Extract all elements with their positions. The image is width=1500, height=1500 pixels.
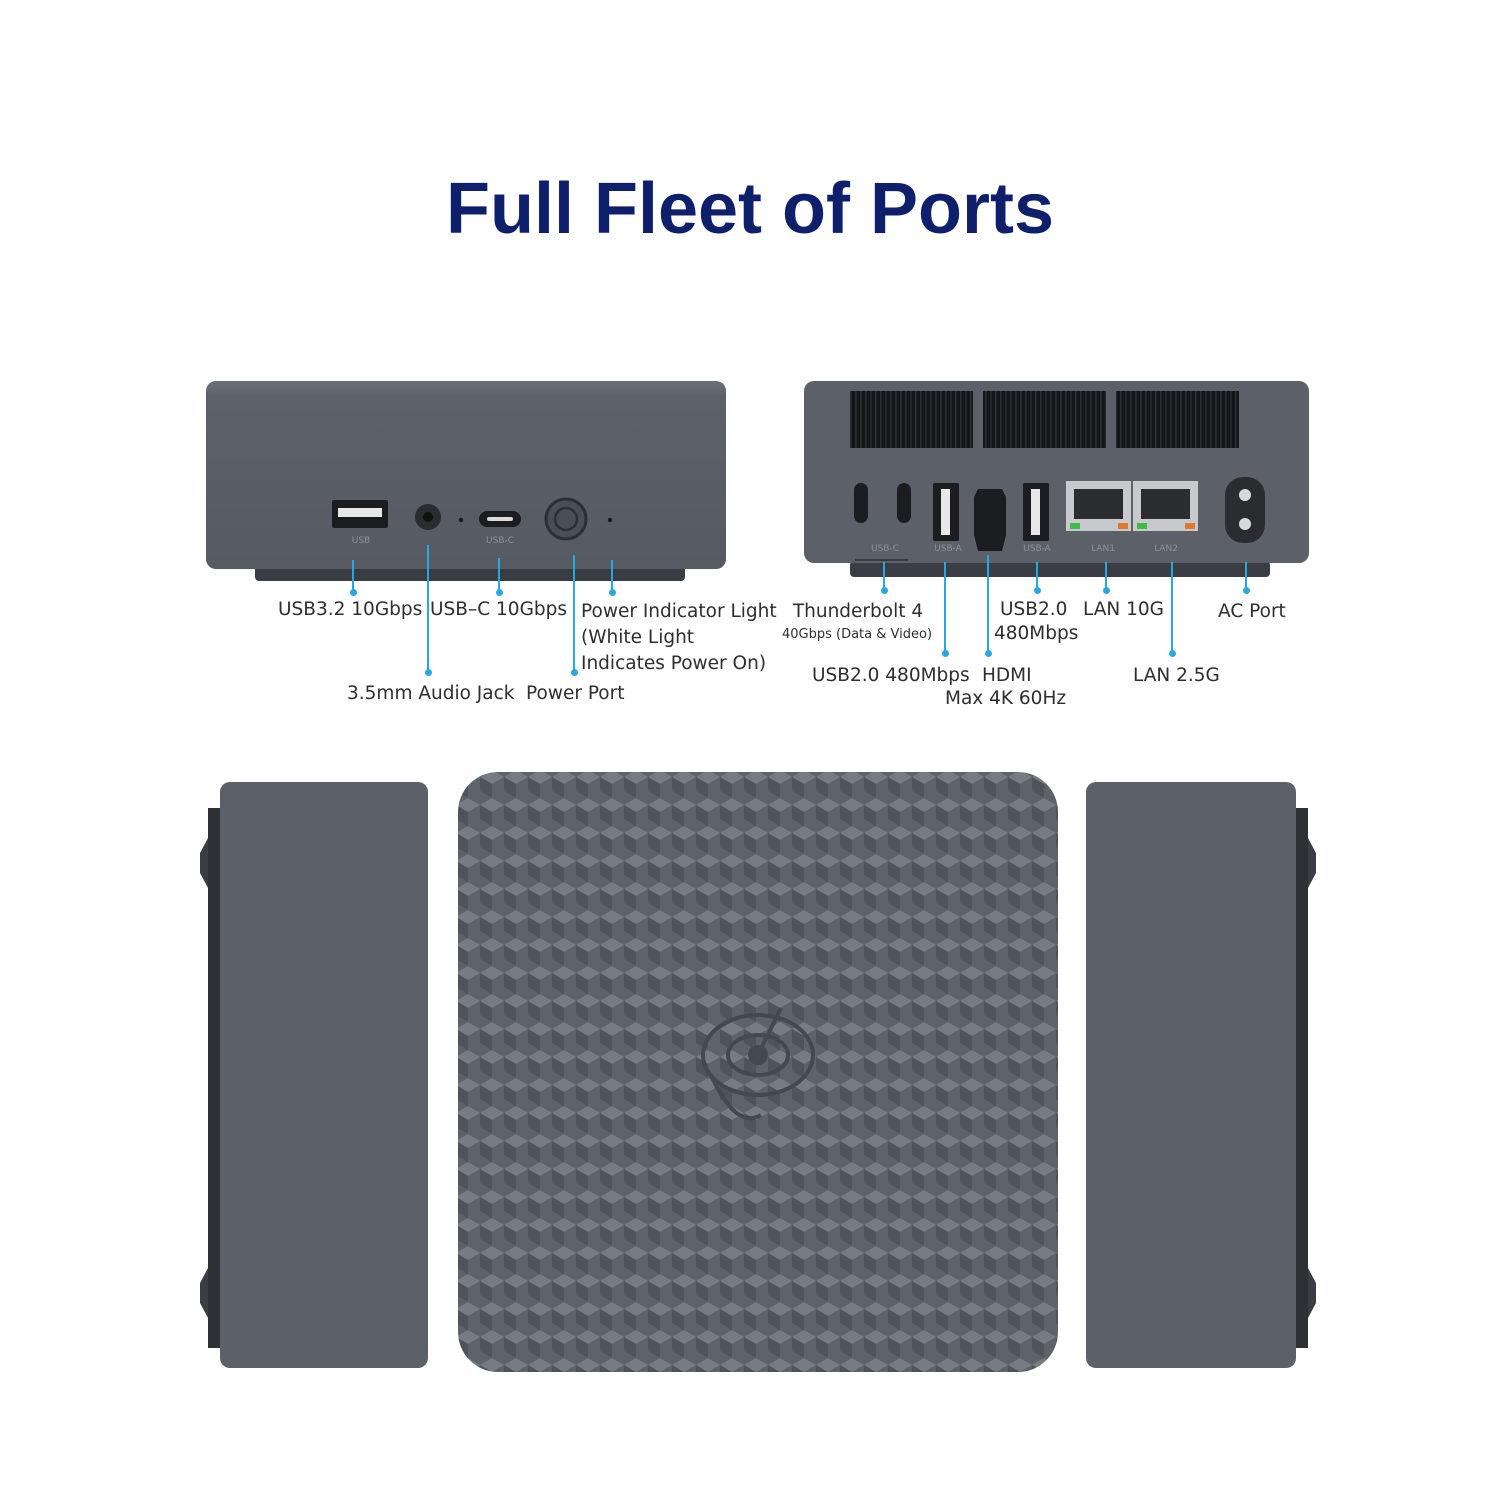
rear-view-device xyxy=(804,381,1309,577)
lan2-port-icon xyxy=(1133,481,1198,531)
usb-a-rear-port-1-icon xyxy=(933,483,959,541)
thunderbolt-port-2-icon xyxy=(897,483,911,523)
label-power-light-3: Indicates Power On) xyxy=(581,653,767,674)
label-power-port: Power Port xyxy=(526,683,625,704)
leader-audio xyxy=(427,545,429,675)
leader-dot-hdmi xyxy=(985,650,992,657)
leader-dot-usb20-right xyxy=(1034,587,1041,594)
leader-usbc xyxy=(498,558,500,593)
vent-center xyxy=(983,391,1106,448)
engraved-lan1: LAN1 xyxy=(1091,544,1115,554)
logo-icon xyxy=(701,1007,815,1121)
page-title: Full Fleet of Ports xyxy=(445,169,1055,249)
label-thunderbolt: Thunderbolt 4 xyxy=(792,601,924,622)
leader-dot-power-port xyxy=(571,669,578,676)
leader-dot-ac xyxy=(1243,587,1250,594)
leader-lan10 xyxy=(1105,562,1107,592)
leader-dot-usb20-left xyxy=(942,650,949,657)
vent-left xyxy=(850,391,973,448)
engraved-lan2: LAN2 xyxy=(1154,544,1178,554)
label-lan25: LAN 2.5G xyxy=(1133,665,1220,686)
engraved-usbc: USB-C xyxy=(485,536,515,546)
leader-power-port xyxy=(573,555,575,675)
leader-hdmi xyxy=(987,555,989,655)
label-hdmi-sub: Max 4K 60Hz xyxy=(945,688,1067,709)
leader-power-light xyxy=(611,560,613,593)
label-usb20-right-1: USB2.0 xyxy=(1000,599,1068,620)
leader-ac xyxy=(1245,562,1247,592)
leader-usb20-right xyxy=(1036,562,1038,592)
usb-a-rear-port-2-icon xyxy=(1023,483,1049,541)
top-view-device xyxy=(458,772,1058,1372)
right-side-view xyxy=(1086,782,1316,1368)
thunderbolt-port-1-icon xyxy=(854,483,868,523)
label-lan10: LAN 10G xyxy=(1083,599,1164,620)
leader-dot-power-light xyxy=(609,589,616,596)
leader-dot-lan25 xyxy=(1169,650,1176,657)
audio-jack-icon xyxy=(415,504,441,530)
ac-port-icon xyxy=(1225,477,1265,543)
leader-lan25 xyxy=(1171,562,1173,655)
front-view-device xyxy=(206,381,726,581)
leader-dot-audio xyxy=(425,669,432,676)
engraved-usb: USB xyxy=(351,536,371,546)
left-side-view xyxy=(200,782,428,1368)
usb-a-port-icon xyxy=(332,500,388,528)
leader-dot-lan10 xyxy=(1103,587,1110,594)
label-ac-port: AC Port xyxy=(1218,601,1286,622)
engraved-rear-usba2: USB-A xyxy=(1023,544,1051,554)
engraved-rear-usbc: USB-C xyxy=(870,544,900,554)
label-thunderbolt-sub: 40Gbps (Data & Video) xyxy=(781,627,933,642)
hdmi-port-icon xyxy=(974,489,1006,551)
lan1-port-icon xyxy=(1066,481,1131,531)
label-usb20-left: USB2.0 480Mbps xyxy=(812,665,970,686)
leader-dot-usb32 xyxy=(350,589,357,596)
power-light-dot xyxy=(607,517,613,523)
leader-tb4 xyxy=(883,562,885,592)
label-hdmi: HDMI xyxy=(982,665,1032,686)
label-usb32: USB3.2 10Gbps xyxy=(278,599,423,620)
engraved-rear-usba1: USB-A xyxy=(934,544,962,554)
leader-dot-usbc xyxy=(496,589,503,596)
leader-dot-tb4 xyxy=(881,587,888,594)
indicator-dot xyxy=(458,517,464,523)
label-usb20-right-2: 480Mbps xyxy=(994,623,1079,644)
power-button-icon xyxy=(544,497,588,541)
usb-c-port-icon xyxy=(479,511,521,527)
leader-usb32 xyxy=(352,560,354,593)
vent-right xyxy=(1116,391,1239,448)
label-power-light-1: Power Indicator Light xyxy=(581,601,777,622)
label-usbc: USB–C 10Gbps xyxy=(430,599,568,620)
leader-usb20-left xyxy=(944,562,946,655)
label-power-light-2: (White Light xyxy=(581,627,695,648)
label-audio-jack: 3.5mm Audio Jack xyxy=(347,683,515,704)
